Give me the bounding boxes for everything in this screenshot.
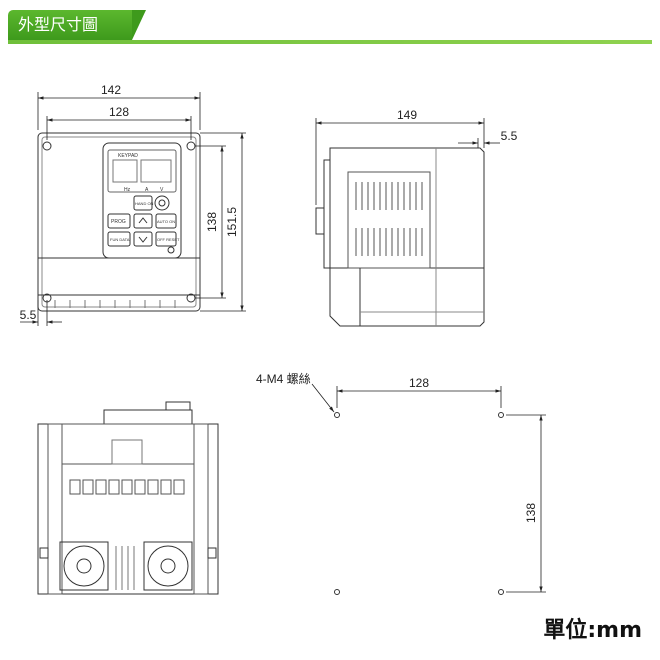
dim-offset-bottom: 5.5 — [20, 308, 37, 322]
key-hand-on: HAND ON — [135, 201, 154, 206]
dim-depth: 149 — [397, 108, 417, 122]
keypad-brand: KEYPAD — [118, 153, 138, 159]
screw-label: 4-M4 螺絲 — [256, 371, 311, 386]
dim-width-outer: 142 — [101, 83, 121, 97]
dim-mount-width: 128 — [409, 376, 429, 390]
dim-height-inner: 138 — [205, 212, 219, 232]
dim-height-outer: 151.5 — [225, 207, 239, 237]
keypad-indicator-v: V — [160, 187, 164, 193]
side-view — [315, 147, 485, 327]
bottom-view — [37, 401, 219, 595]
front-view — [37, 132, 201, 312]
dim-side-offset: 5.5 — [501, 129, 518, 143]
key-auto-on: AUTO ON — [157, 219, 175, 224]
keypad-indicator-a: A — [145, 187, 149, 193]
key-fun-data: FUN DATA — [110, 237, 130, 242]
key-off-reset: OFF RESET — [157, 237, 180, 242]
dim-mount-height: 138 — [524, 503, 538, 523]
keypad-indicator-hz: Hz — [124, 187, 131, 193]
mounting-pattern — [334, 412, 504, 595]
dim-width-inner: 128 — [109, 105, 129, 119]
header-divider — [8, 40, 652, 44]
key-prog: PROG — [111, 219, 126, 225]
section-title: 外型尺寸圖 — [8, 10, 146, 40]
unit-label: 單位:mm — [543, 618, 642, 643]
